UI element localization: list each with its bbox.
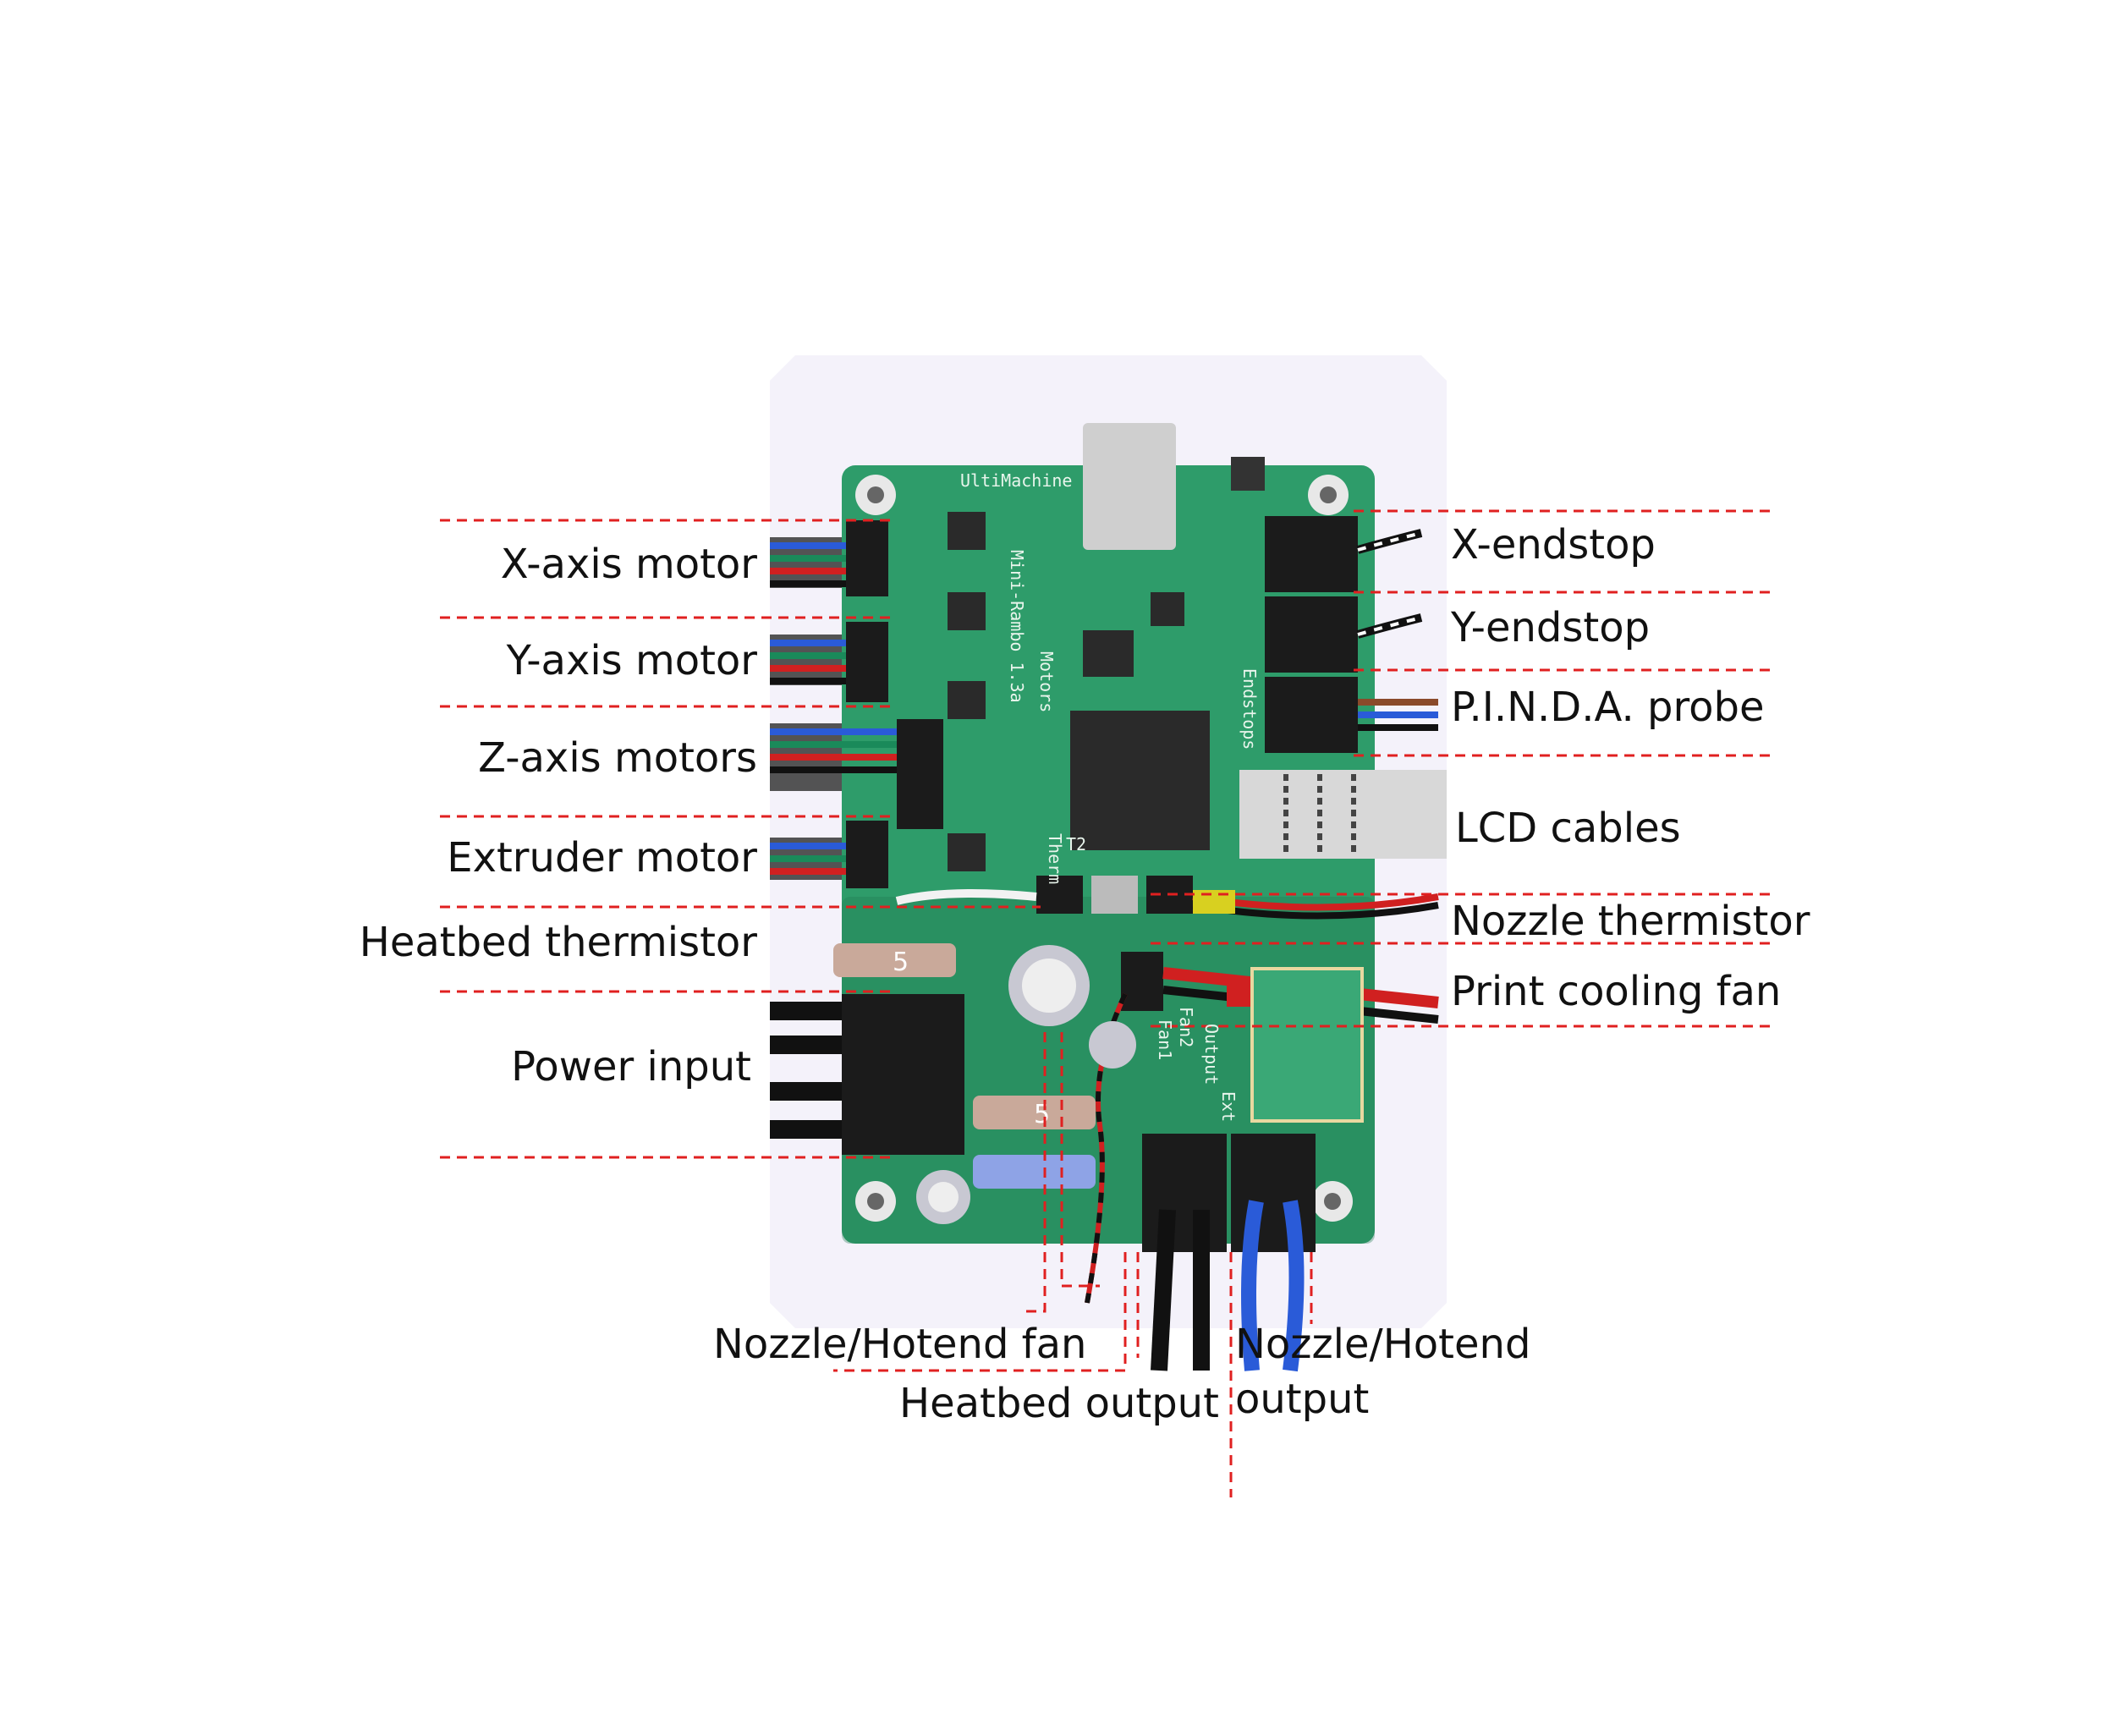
label-x-endstop: X-endstop: [1451, 521, 1656, 569]
capacitors: [916, 945, 1136, 1224]
reset-button: [1231, 457, 1265, 491]
leader-lines: [440, 509, 1772, 1497]
motor-wires: [770, 542, 897, 875]
mounting-holes: [855, 475, 1353, 1222]
output-connectors: [1142, 1134, 1316, 1372]
silk-endstops: Endstops: [1239, 668, 1260, 750]
callout-labels: X-axis motor Y-axis motor Z-axis motors …: [360, 521, 1810, 1427]
label-heatbed-output: Heatbed output: [899, 1380, 1219, 1427]
silk-therm: Therm: [1045, 833, 1065, 884]
silk-t2: T2: [1066, 834, 1086, 854]
silk-fan2: Fan2: [1176, 1007, 1196, 1047]
silk-output: Output: [1201, 1024, 1222, 1085]
board-name-text: Mini-Rambo 1.3a: [1007, 550, 1027, 703]
fuses: 5 5: [833, 943, 1096, 1189]
mcu-chip: [1070, 711, 1210, 850]
label-nozzle-hotend-output-1: Nozzle/Hotend: [1235, 1321, 1530, 1368]
label-nozzle-thermistor: Nozzle thermistor: [1451, 898, 1810, 945]
pcb-board: [842, 465, 1375, 1244]
label-lcd-cables: LCD cables: [1455, 805, 1681, 852]
silk-motors: Motors: [1036, 651, 1057, 712]
label-z-axis-motors: Z-axis motors: [478, 734, 757, 782]
label-power-input: Power input: [511, 1043, 751, 1090]
silk-fan1: Fan1: [1155, 1019, 1175, 1060]
label-extruder-motor: Extruder motor: [447, 834, 757, 882]
power-input-block: [770, 994, 964, 1155]
silk-ext: Ext: [1218, 1091, 1239, 1122]
board-maker-text: UltiMachine: [960, 470, 1072, 491]
stepper-drivers: [948, 512, 986, 871]
label-pinda-probe: P.I.N.D.A. probe: [1451, 684, 1765, 731]
label-heatbed-thermistor: Heatbed thermistor: [360, 919, 758, 966]
label-print-cooling-fan: Print cooling fan: [1451, 968, 1781, 1015]
fuse-value-1: 5: [893, 948, 909, 977]
lcd-ribbon-cable: [1239, 770, 1447, 859]
label-y-axis-motor: Y-axis motor: [506, 637, 758, 684]
board-silkscreen: UltiMachine Mini-Rambo 1.3a Motors Endst…: [960, 470, 1260, 1122]
label-nozzle-hotend-output-2: output: [1235, 1376, 1369, 1423]
usb-connector: [1083, 423, 1176, 550]
label-y-endstop: Y-endstop: [1450, 604, 1650, 651]
fuse-value-2: 5: [1034, 1100, 1050, 1129]
usb-chip: [1083, 630, 1134, 677]
mosfet-module: [1250, 967, 1364, 1123]
label-nozzle-hotend-fan: Nozzle/Hotend fan: [713, 1321, 1086, 1368]
label-x-axis-motor: X-axis motor: [501, 541, 758, 588]
endstop-connectors: [1265, 516, 1438, 753]
small-chip: [1151, 592, 1184, 626]
motor-connectors: [846, 520, 943, 888]
